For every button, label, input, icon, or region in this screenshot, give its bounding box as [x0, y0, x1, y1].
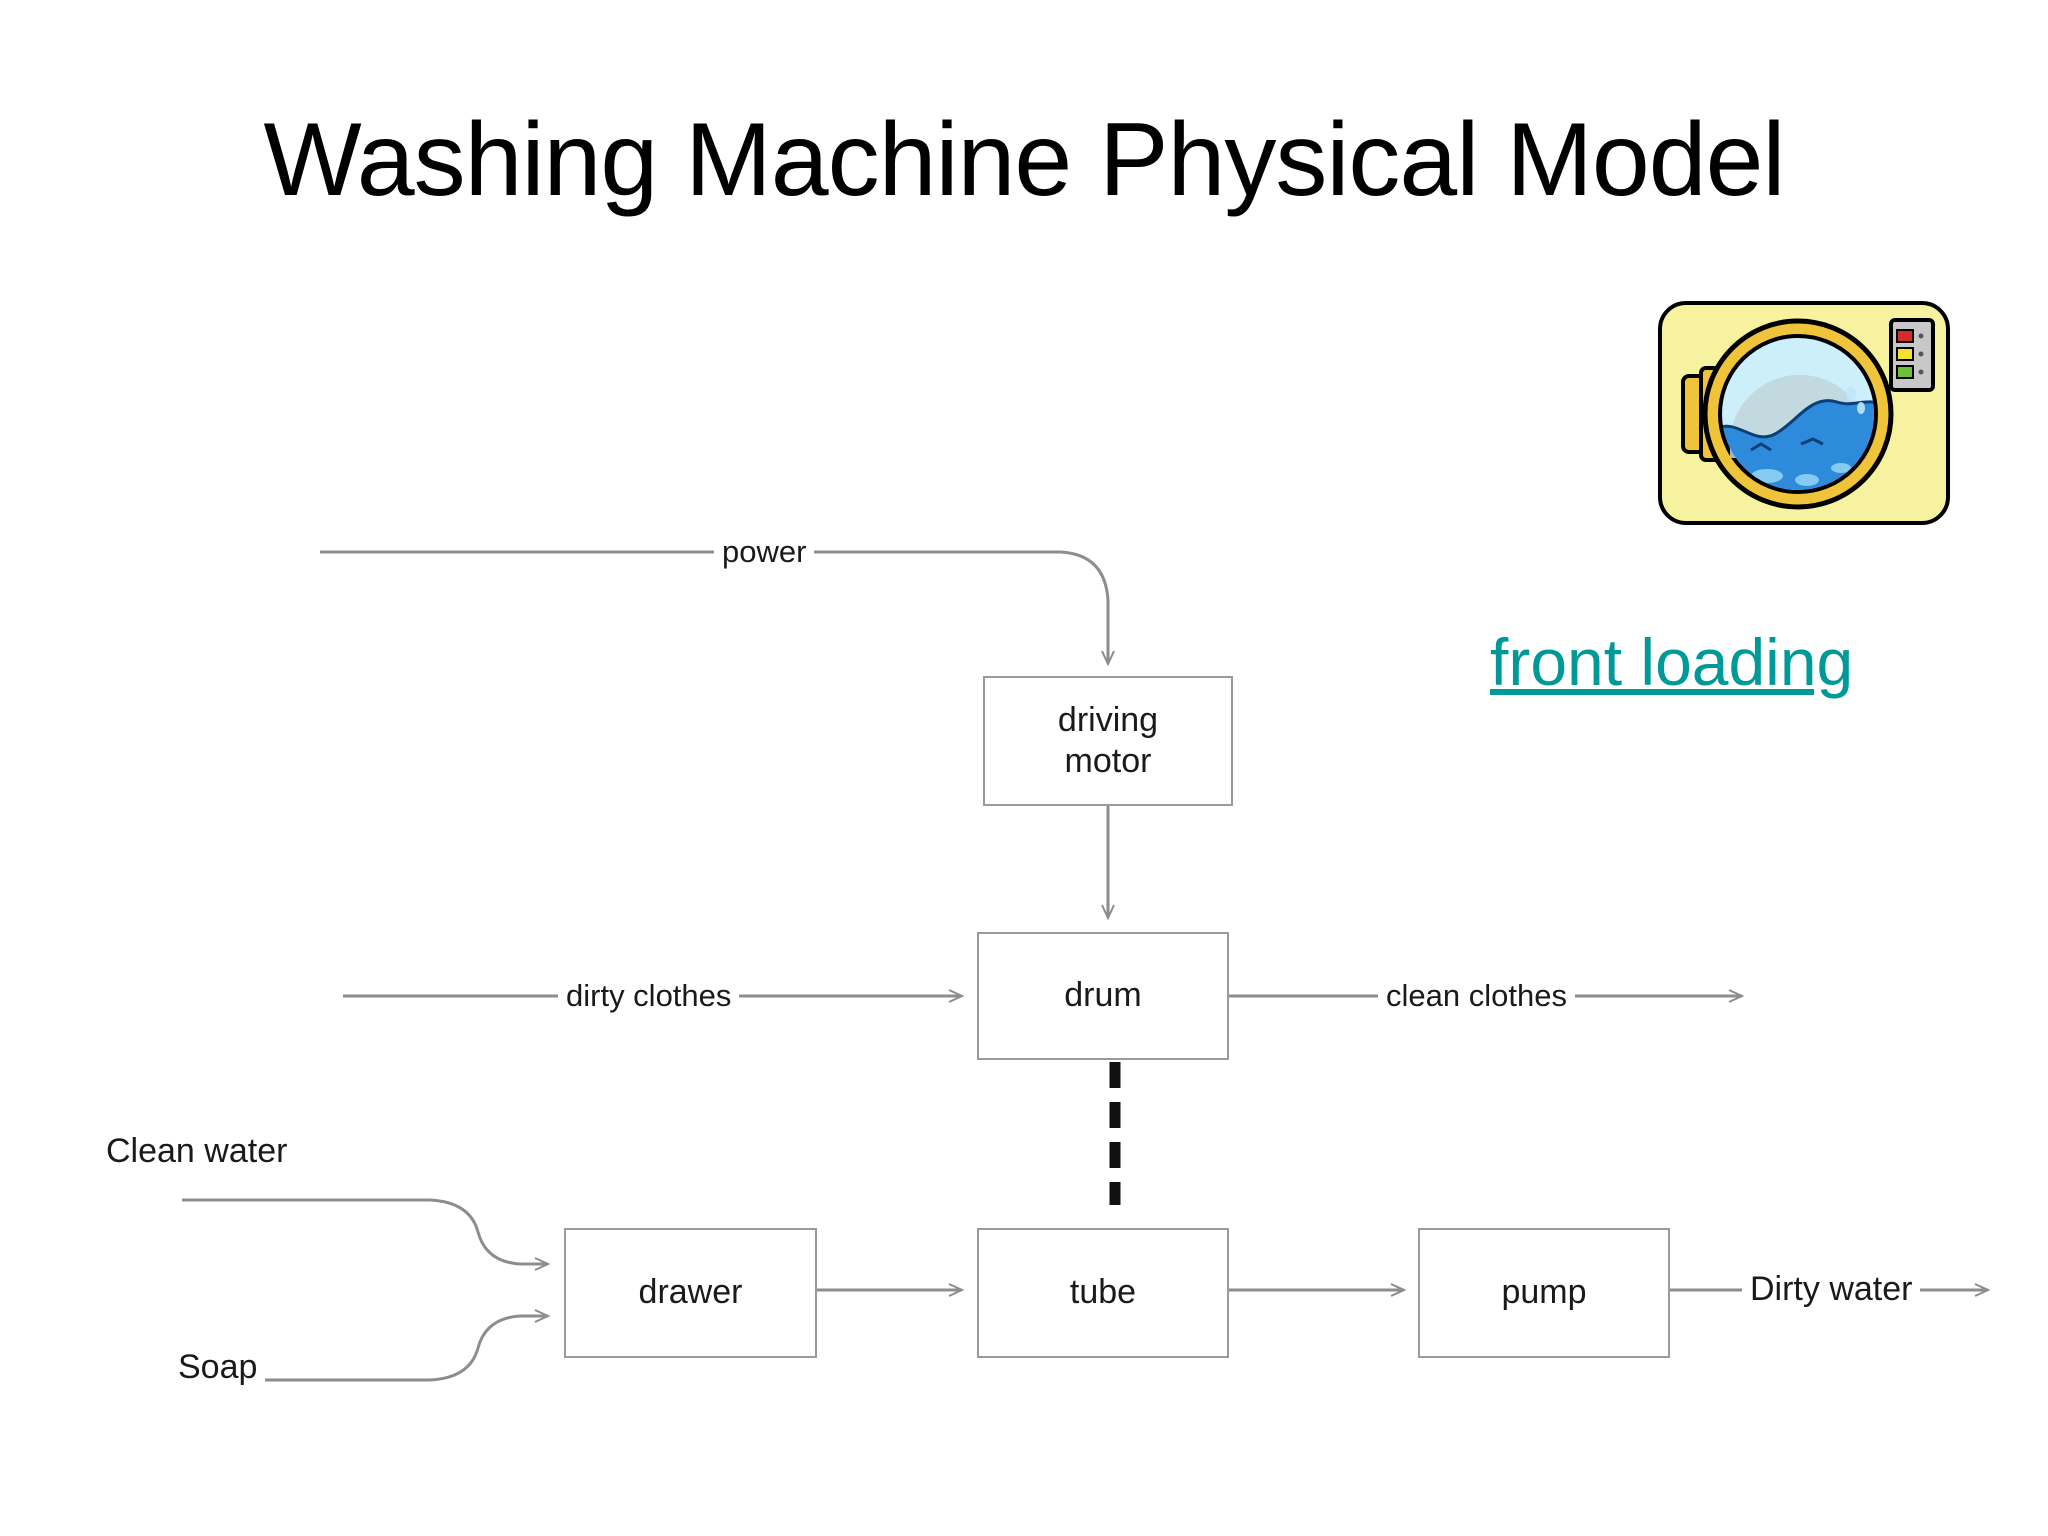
- front-loading-link[interactable]: front loading: [1490, 625, 1854, 699]
- node-driving-motor-label-line2: motor: [1064, 742, 1152, 780]
- edge-power: [320, 550, 1115, 667]
- page-title: Washing Machine Physical Model: [263, 102, 1785, 218]
- node-drum-label: drum: [1064, 976, 1142, 1015]
- node-pump-label: pump: [1501, 1273, 1587, 1312]
- edge-label-power: power: [714, 536, 815, 567]
- node-pump[interactable]: pump: [1418, 1228, 1670, 1358]
- edge-label-clean-clothes: clean clothes: [1378, 980, 1575, 1011]
- edge-label-soap: Soap: [170, 1350, 266, 1384]
- node-driving-motor[interactable]: driving motor: [983, 676, 1233, 806]
- washing-machine-icon: [1655, 298, 1955, 530]
- edge-label-clean-water: Clean water: [98, 1134, 296, 1168]
- node-driving-motor-label: driving motor: [1058, 700, 1158, 783]
- node-drawer[interactable]: drawer: [564, 1228, 817, 1358]
- edge-label-dirty-water: Dirty water: [1742, 1272, 1921, 1306]
- edge-clean-water: [182, 1198, 551, 1271]
- node-tube[interactable]: tube: [977, 1228, 1229, 1358]
- washing-machine-illustration: [1658, 301, 1950, 525]
- node-drum[interactable]: drum: [977, 932, 1229, 1060]
- node-drawer-label: drawer: [638, 1273, 743, 1312]
- edge-label-dirty-clothes: dirty clothes: [558, 980, 740, 1011]
- edge-soap: [182, 1309, 551, 1382]
- node-driving-motor-label-line1: driving: [1057, 700, 1159, 739]
- node-tube-label: tube: [1069, 1273, 1137, 1312]
